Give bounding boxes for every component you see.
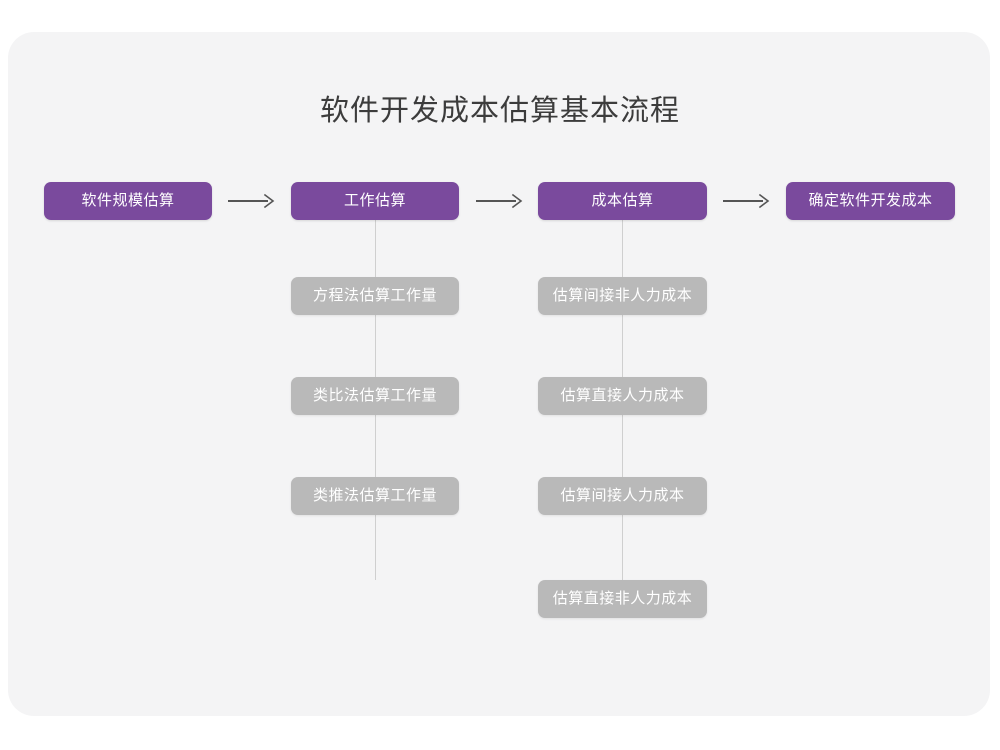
stage-node-software-size-estimation[interactable]: 软件规模估算 [44,182,212,220]
arrow-right-icon-effort-to-cost [476,190,524,212]
arrow-head-icon [758,193,770,209]
arrow-right-icon-size-to-effort [228,190,276,212]
cost-component-node-indirect-labor[interactable]: 估算间接人力成本 [538,477,707,515]
cost-component-node-direct-labor[interactable]: 估算直接人力成本 [538,377,707,415]
stage-node-determine-development-cost[interactable]: 确定软件开发成本 [786,182,955,220]
stage-node-effort-estimation[interactable]: 工作估算 [291,182,459,220]
arrow-head-icon [263,193,275,209]
page-title: 软件开发成本估算基本流程 [319,95,680,127]
arrow-right-icon-cost-to-final [723,190,771,212]
effort-method-node-analogy[interactable]: 类比法估算工作量 [291,377,459,415]
effort-method-node-equation[interactable]: 方程法估算工作量 [291,277,459,315]
effort-method-node-induction[interactable]: 类推法估算工作量 [291,477,459,515]
cost-component-node-direct-nonlabor[interactable]: 估算直接非人力成本 [538,580,707,618]
stage-node-cost-estimation[interactable]: 成本估算 [538,182,707,220]
cost-component-node-indirect-nonlabor[interactable]: 估算间接非人力成本 [538,277,707,315]
diagram-card [8,32,990,716]
arrow-head-icon [511,193,523,209]
